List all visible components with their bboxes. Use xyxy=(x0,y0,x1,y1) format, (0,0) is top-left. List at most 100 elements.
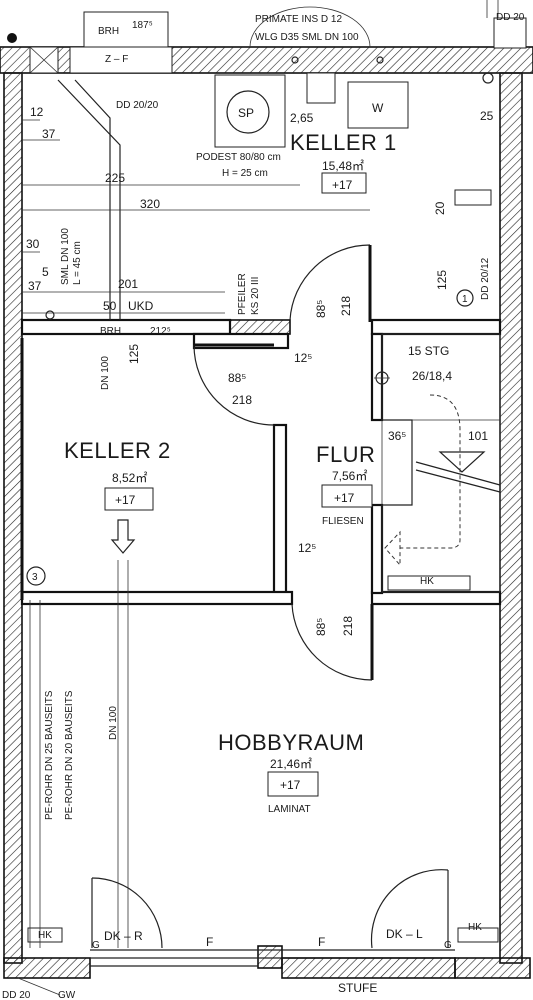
g-left: G xyxy=(92,940,100,951)
dim-101: 101 xyxy=(468,429,488,443)
dim-885-b: 88⁵ xyxy=(228,371,246,385)
dd-2020: DD 20/20 xyxy=(116,100,159,111)
flur-floor: FLIESEN xyxy=(322,516,364,527)
wall-flur-bottom xyxy=(370,590,502,606)
pfeiler-ks: KS 20 III xyxy=(250,277,261,315)
dim-ukd: UKD xyxy=(128,299,154,313)
bottom-openings xyxy=(17,927,499,996)
door-dkr-swing xyxy=(91,877,163,949)
dim-125-c: 125 xyxy=(127,344,141,364)
wall-bottom-left xyxy=(3,957,91,979)
keller2-area: 8,52㎡ xyxy=(112,471,147,485)
wall-bottom-right xyxy=(454,957,531,979)
dim-218-b: 218 xyxy=(232,393,252,407)
keller1-room xyxy=(22,74,492,320)
dim-125-a: 12⁵ xyxy=(294,351,312,365)
stufe-label: STUFE xyxy=(338,981,377,995)
pfeiler-label: PFEILER xyxy=(237,273,248,315)
k2-arrow xyxy=(110,519,136,554)
wall-k2-bottom xyxy=(20,590,294,606)
stair-hk: HK xyxy=(420,576,434,587)
dim-201: 201 xyxy=(118,277,138,291)
dd-top-right: DD 20 xyxy=(496,12,525,23)
marker-1: 1 xyxy=(462,294,468,305)
wall-bottom-center xyxy=(257,945,283,969)
stair-ratio: 26/18,4 xyxy=(412,369,452,383)
wall-k2-right xyxy=(272,423,288,599)
door-keller2-swing xyxy=(193,344,275,426)
dim-20: 20 xyxy=(433,201,447,215)
dim-5: 5 xyxy=(42,265,49,279)
brh-box xyxy=(83,11,169,48)
hobby-name: HOBBYRAUM xyxy=(218,730,364,755)
sml-label: SML DN 100 xyxy=(60,228,71,285)
k2-level-box xyxy=(104,487,154,511)
door-dkl-swing xyxy=(370,869,449,949)
dd-right: DD 20/12 xyxy=(480,257,491,300)
dim-125-e: 12⁵ xyxy=(298,541,316,555)
dim-225: 225 xyxy=(105,171,125,185)
dim-218-a: 218 xyxy=(339,296,353,316)
door-dk-l: DK – L xyxy=(386,927,423,941)
dd-bottom-left: DD 20 xyxy=(2,990,31,1000)
keller1-area: 15,48㎡ xyxy=(322,159,364,173)
dim-125-d: 125 xyxy=(435,270,449,290)
dim-885-a: 88⁵ xyxy=(314,300,328,318)
top-details xyxy=(7,0,527,104)
dim-218-c: 218 xyxy=(341,616,355,636)
flur-level-box xyxy=(321,484,373,508)
g-right: G xyxy=(444,940,452,951)
w-box xyxy=(347,81,409,129)
brh-k2-value: 212⁵ xyxy=(150,326,171,337)
primate-label: PRIMATE INS D 12 xyxy=(255,14,342,25)
hobby-area: 21,46㎡ xyxy=(270,757,312,771)
outer-walls xyxy=(0,46,533,979)
flur-name: FLUR xyxy=(316,442,375,467)
keller2-room xyxy=(26,487,154,948)
wlg-label: WLG D35 SML DN 100 xyxy=(255,32,359,43)
podest-label: PODEST 80/80 cm xyxy=(196,152,281,163)
hk-right: HK xyxy=(468,922,482,933)
marker-3: 3 xyxy=(32,572,38,583)
dim-885-c: 88⁵ xyxy=(314,618,328,636)
podest-h: H = 25 cm xyxy=(222,168,268,179)
z-f-label: Z – F xyxy=(105,54,128,65)
k1-level-box xyxy=(321,172,367,194)
stair xyxy=(374,333,501,593)
stair-label: 15 STG xyxy=(408,344,449,358)
brh-top-label: BRH xyxy=(98,26,119,37)
pfeiler xyxy=(229,319,291,335)
pe-rohr-20: PE-ROHR DN 20 BAUSEITS xyxy=(64,690,75,820)
brh-k2-label: BRH xyxy=(100,326,121,337)
hobby-room xyxy=(267,771,319,797)
wall-right xyxy=(499,72,523,964)
keller1-name: KELLER 1 xyxy=(290,130,397,155)
wall-stair-left2 xyxy=(370,503,384,595)
keller2-level: +17 xyxy=(115,493,136,507)
shaft xyxy=(493,17,527,49)
dim-365: 36⁵ xyxy=(388,429,406,443)
door-dk-r: DK – R xyxy=(104,929,143,943)
door-keller1-swing xyxy=(289,244,371,321)
f-left: F xyxy=(206,935,213,949)
wall-stair-left xyxy=(370,332,384,422)
height-265: 2,65 xyxy=(290,111,314,125)
hobby-level-box xyxy=(267,771,319,797)
hk-left: HK xyxy=(38,930,52,941)
pe-rohr-25: PE-ROHR DN 25 BAUSEITS xyxy=(44,690,55,820)
flur-room xyxy=(321,484,373,508)
window-top xyxy=(69,46,173,74)
keller2-dn100: DN 100 xyxy=(100,356,111,390)
door-hobby-swing xyxy=(291,603,373,681)
gw-label: GW xyxy=(58,990,76,1000)
window-top-right xyxy=(306,72,336,104)
doors xyxy=(91,244,449,949)
dim-30: 30 xyxy=(26,237,40,251)
dim-37b: 37 xyxy=(28,279,42,293)
wall-left xyxy=(3,72,23,964)
dim-25: 25 xyxy=(480,109,494,123)
dim-12: 12 xyxy=(30,105,44,119)
wall-k1-bottom-left xyxy=(20,318,232,336)
dim-50: 50 xyxy=(103,299,117,313)
